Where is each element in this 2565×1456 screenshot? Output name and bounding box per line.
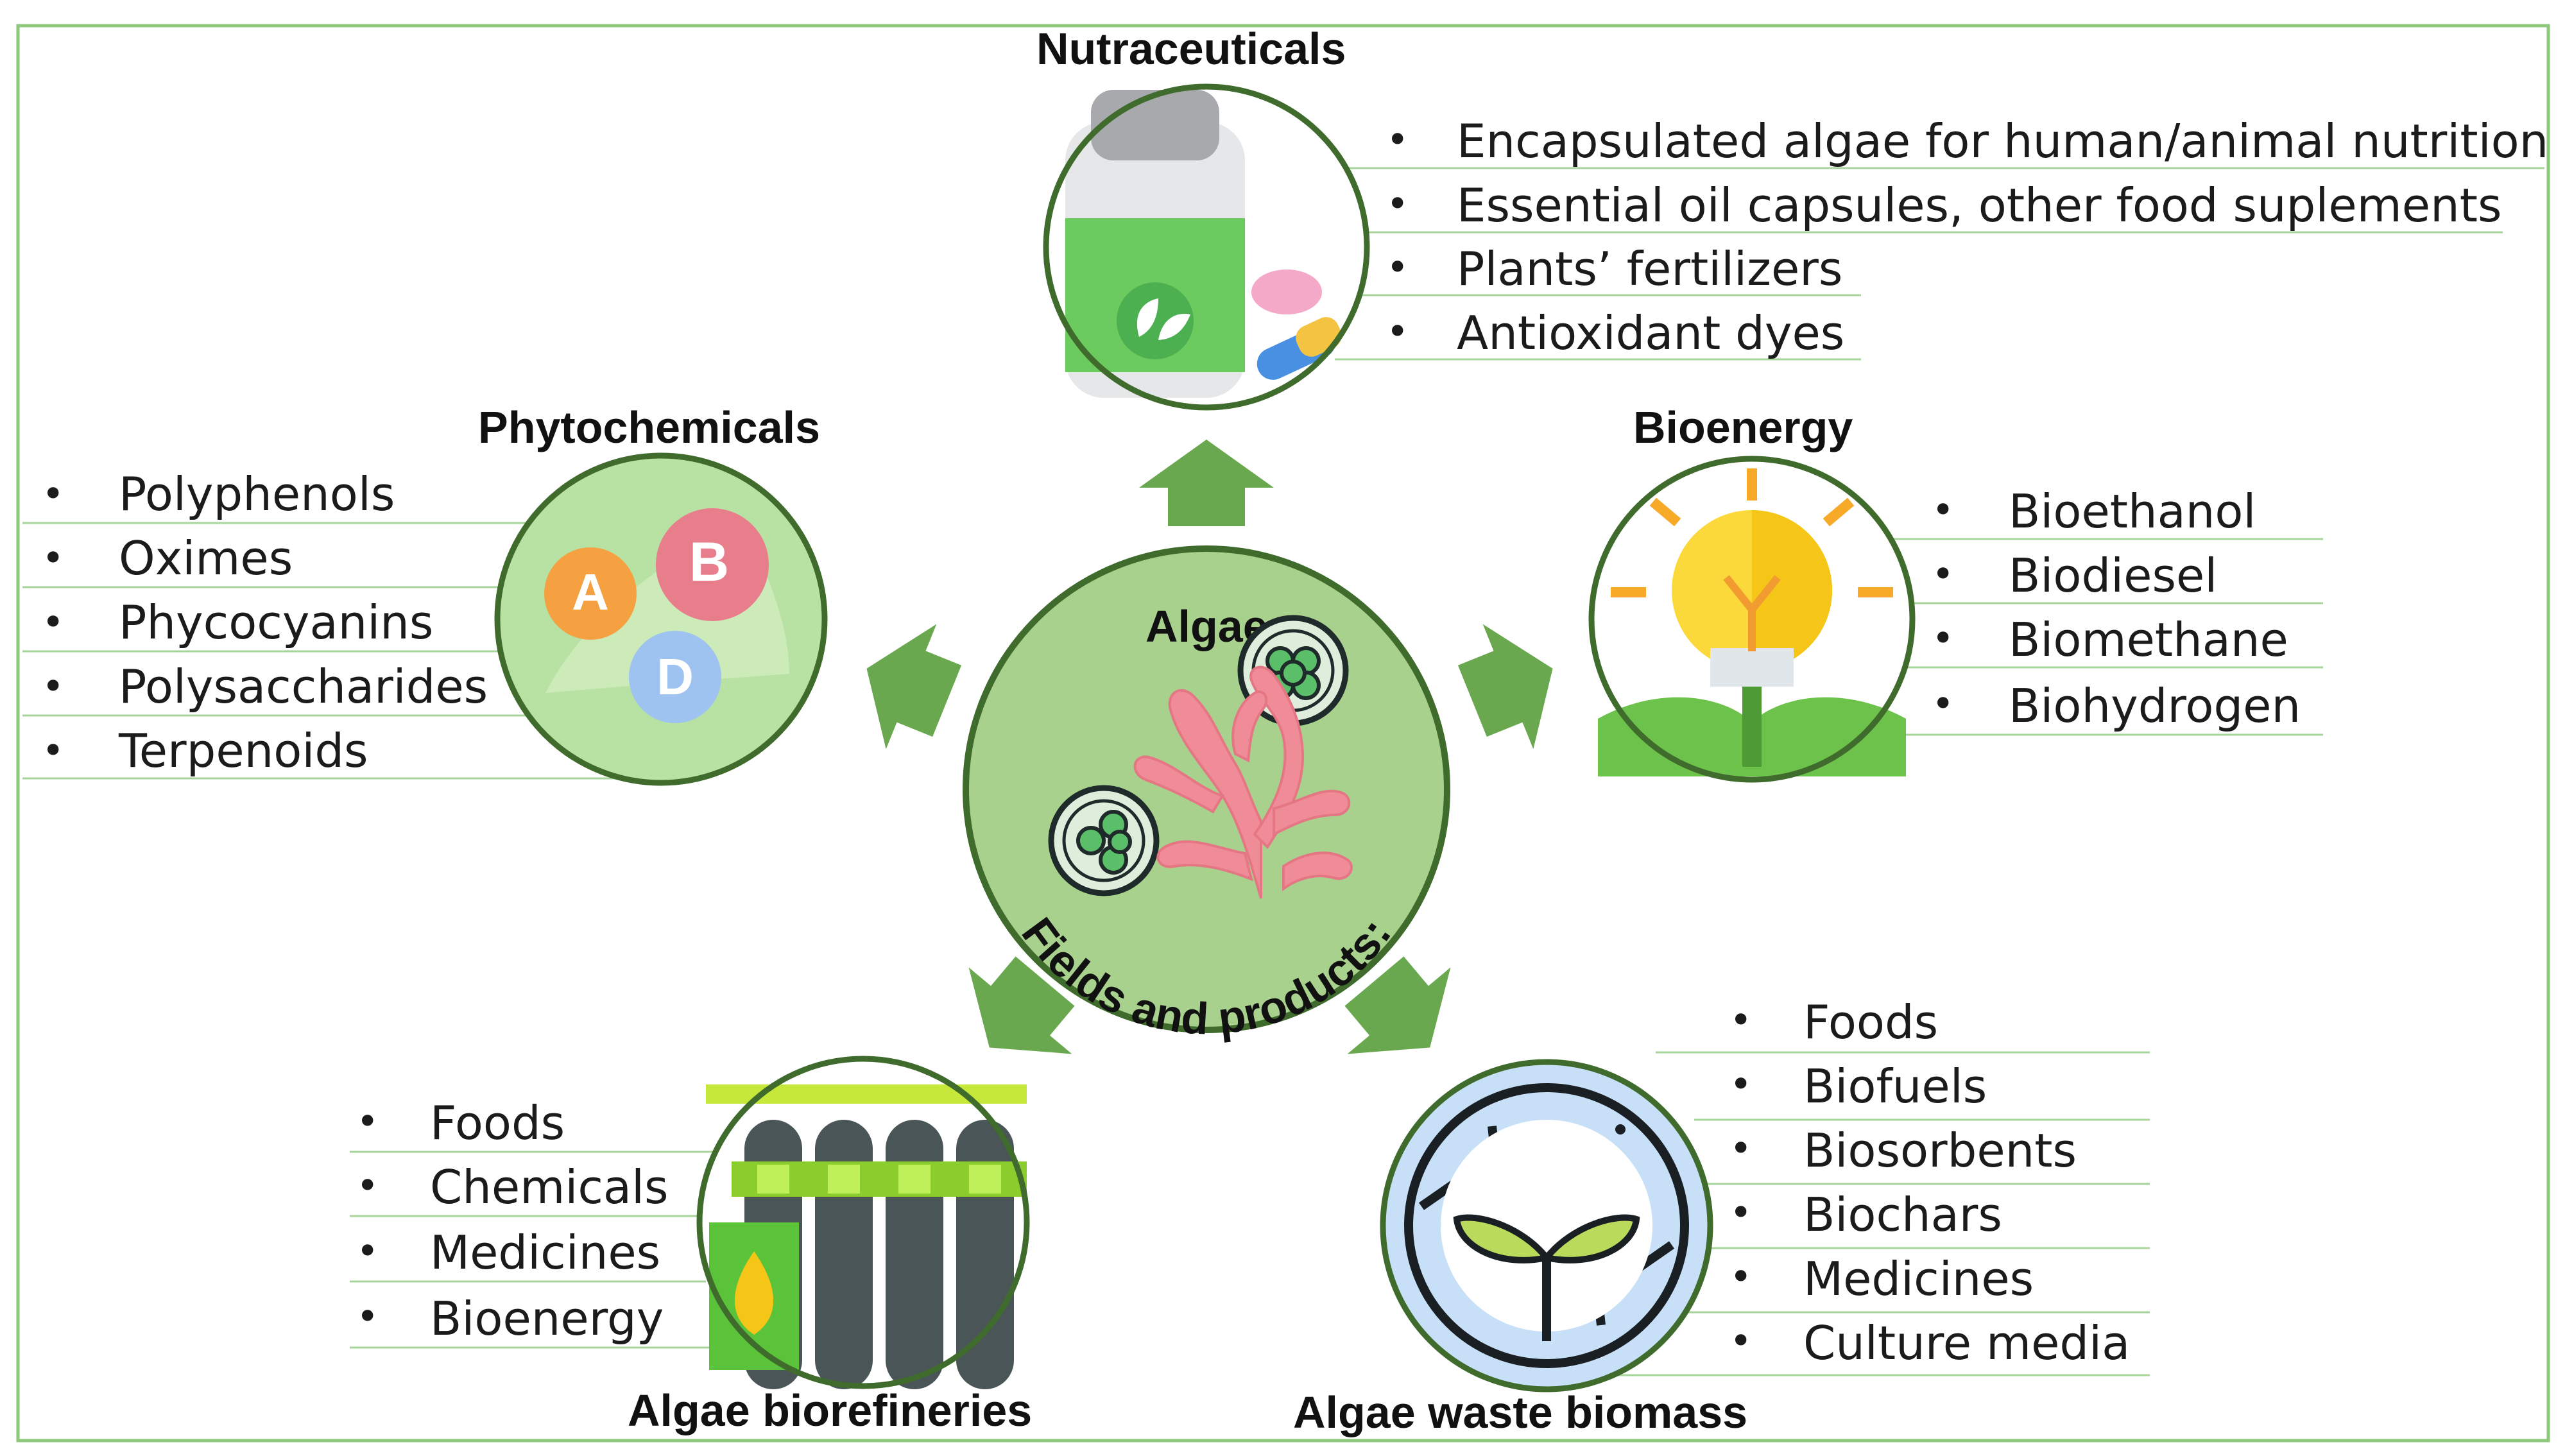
phytochemicals-ring	[494, 452, 828, 786]
category-phytochemicals: Phytochemicals A B D • • • • • Polypheno…	[22, 402, 828, 786]
phytochemicals-item: Phycocyanins	[119, 595, 433, 649]
svg-text:•: •	[1932, 616, 1954, 661]
diagram-frame	[16, 24, 2550, 1443]
biorefineries-item: Medicines	[430, 1226, 660, 1280]
svg-text:•: •	[356, 1229, 379, 1274]
arrow-up	[1139, 440, 1274, 526]
waste-biomass-ring	[1380, 1059, 1713, 1392]
bioenergy-item: Biomethane	[2009, 613, 2288, 667]
category-biorefineries: • • • • Foods Chemicals Medicines Bioene…	[350, 1056, 1032, 1435]
svg-text:•: •	[1729, 1062, 1752, 1107]
vitamin-a-label: A	[572, 563, 609, 621]
nutraceuticals-item: Encapsulated algae for human/animal nutr…	[1457, 114, 2548, 168]
nutraceuticals-item: Plants’ fertilizers	[1457, 242, 1842, 296]
svg-text:•: •	[356, 1099, 379, 1144]
phytochemicals-title: Phytochemicals	[478, 402, 820, 452]
phytochemicals-item: Polyphenols	[119, 467, 395, 521]
bioenergy-item: Biohydrogen	[2009, 679, 2301, 733]
waste-biomass-title: Algae waste biomass	[1293, 1387, 1747, 1437]
svg-text:•: •	[42, 472, 64, 517]
svg-text:•: •	[1932, 681, 1954, 726]
waste-biomass-item: Medicines	[1803, 1252, 2034, 1306]
biorefineries-item: Bioenergy	[430, 1292, 664, 1346]
biorefinery-tanks-icon	[699, 1059, 1027, 1389]
vitamin-b-label: B	[689, 531, 729, 593]
waste-biomass-item: Culture media	[1803, 1316, 2130, 1370]
waste-biomass-item: Foods	[1803, 995, 1938, 1049]
nutraceuticals-item: Antioxidant dyes	[1457, 306, 1844, 360]
phytochemicals-item: Polysaccharides	[119, 660, 488, 714]
waste-biomass-item: Biochars	[1803, 1188, 2002, 1242]
nutraceuticals-ring	[1043, 83, 1370, 411]
waste-biomass-item: Biosorbents	[1803, 1124, 2077, 1178]
svg-text:•: •	[356, 1294, 379, 1339]
bioenergy-ring	[1588, 456, 1916, 783]
nutraceuticals-title: Nutraceuticals	[1036, 24, 1346, 74]
vitamins-icon: A B D	[497, 456, 825, 783]
category-waste-biomass: • • • • • • Foods Biofuels Biosorbents B…	[1293, 995, 2150, 1437]
arrow-right	[1457, 624, 1553, 749]
svg-text:•: •	[1729, 1190, 1752, 1235]
bioenergy-item: Biodiesel	[2009, 549, 2217, 603]
svg-text:•: •	[42, 728, 64, 773]
svg-text:•: •	[1729, 1319, 1752, 1364]
svg-text:•: •	[1386, 117, 1409, 162]
svg-text:•: •	[42, 600, 64, 645]
arrow-down-left	[968, 956, 1075, 1054]
center-algae-node: Algae	[963, 545, 1450, 1044]
svg-text:•: •	[1729, 1255, 1752, 1299]
biorefineries-ring	[696, 1056, 1030, 1389]
svg-text:•: •	[1932, 552, 1954, 597]
bioenergy-item: Bioethanol	[2009, 484, 2256, 538]
vitamin-d-label: D	[656, 648, 694, 705]
svg-text:•: •	[1729, 998, 1752, 1043]
svg-text:•: •	[1386, 182, 1409, 227]
bioenergy-title: Bioenergy	[1633, 402, 1853, 452]
arrow-left	[866, 624, 962, 749]
biorefineries-item: Foods	[430, 1096, 565, 1150]
arrow-down-right	[1344, 956, 1451, 1054]
svg-text:•: •	[1386, 309, 1409, 354]
svg-text:•: •	[1386, 245, 1409, 290]
svg-text:•: •	[356, 1163, 379, 1208]
biorefineries-title: Algae biorefineries	[628, 1385, 1032, 1435]
biorefineries-item: Chemicals	[430, 1160, 669, 1214]
svg-text:•: •	[42, 664, 64, 709]
svg-text:•: •	[1932, 488, 1954, 533]
nutraceuticals-item: Essential oil capsules, other food suple…	[1457, 178, 2501, 232]
phytochemicals-item: Oximes	[119, 531, 293, 585]
svg-text:•: •	[42, 536, 64, 581]
microalgae-cell-icon	[1048, 785, 1160, 896]
category-nutraceuticals: Nutraceuticals • • • • Encapsulated alga…	[1036, 24, 2548, 411]
waste-biomass-item: Biofuels	[1803, 1059, 1987, 1113]
svg-text:•: •	[1729, 1126, 1752, 1171]
phytochemicals-item: Terpenoids	[118, 724, 368, 778]
lightbulb-plant-icon	[1591, 459, 1912, 780]
recycle-sprout-icon	[1383, 1062, 1710, 1389]
category-bioenergy: Bioenergy • • • • Bioethanol Biodiesel B…	[1588, 402, 2323, 783]
seaweed-icon	[1133, 665, 1353, 899]
